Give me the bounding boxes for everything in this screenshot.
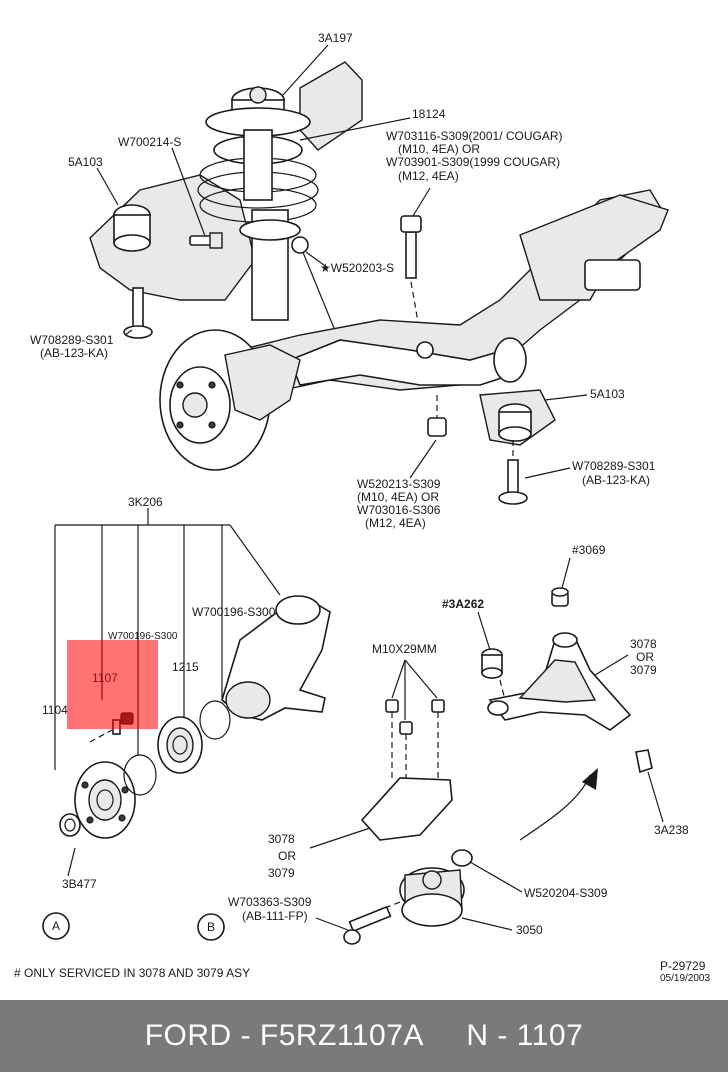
label-3079-right: 3079: [630, 663, 657, 677]
label-nut-note-3: W703016-S306: [357, 503, 441, 517]
highlight-box: [67, 640, 158, 729]
label-5a103-right: 5A103: [590, 387, 625, 401]
label-nut-note-1: W520213-S309: [357, 477, 441, 491]
label-5a103-left: 5A103: [68, 155, 103, 169]
label-bolt-note-1: W703116-S309(2001/ COUGAR): [386, 129, 563, 143]
label-ab111: (AB-111-FP): [242, 909, 308, 923]
label-or-right: OR: [636, 650, 654, 664]
label-3a262: #3A262: [442, 597, 484, 611]
label-w520204: W520204-S309: [524, 886, 608, 900]
control-arm-ball-joint-view: [343, 587, 653, 945]
label-3078-right: 3078: [630, 637, 657, 651]
reference-date: 05/19/2003: [660, 973, 710, 984]
label-w708289-left: W708289-S301: [30, 333, 114, 347]
callout-labels: 3A197 18124 W700214-S 5A103 W703116-S309…: [14, 31, 710, 984]
label-3050: 3050: [516, 923, 543, 937]
reference-number: P-29729: [660, 959, 706, 973]
label-w520203: ★W520203-S: [320, 261, 394, 275]
view-marker-a: A: [52, 919, 60, 933]
label-nut-note-4: (M12, 4EA): [365, 516, 426, 530]
label-3a238: 3A238: [654, 823, 689, 837]
label-3b477: 3B477: [62, 877, 97, 891]
label-3k206: 3K206: [128, 495, 163, 509]
label-or-b: OR: [278, 849, 296, 863]
label-nut-note-2: (M10, 4EA) OR: [357, 490, 439, 504]
front-suspension-assembly-drawing: [89, 61, 669, 505]
label-snap-ring-2: W700196-S300: [192, 605, 276, 619]
leader-lines: [54, 44, 664, 931]
hub-knuckle-exploded-view: [59, 595, 331, 839]
footnote: # ONLY SERVICED IN 3078 AND 3079 ASY: [14, 966, 250, 980]
label-w703363: W703363-S309: [228, 895, 312, 909]
label-snap-ring-1: W700196-S300: [108, 631, 178, 642]
label-1104: 1104: [42, 703, 68, 717]
label-ab123-left: (AB-123-KA): [40, 346, 108, 360]
label-bolt-note-2: (M10, 4EA) OR: [398, 142, 480, 156]
part-number-text: FORD - F5RZ1107A N - 1107: [144, 1019, 584, 1052]
label-3a197: 3A197: [318, 31, 353, 45]
part-number-footer: FORD - F5RZ1107A N - 1107: [0, 1000, 728, 1072]
label-3078-b: 3078: [268, 832, 295, 846]
label-1215: 1215: [172, 660, 199, 674]
exploded-parts-diagram: 3A197 18124 W700214-S 5A103 W703116-S309…: [14, 31, 710, 984]
label-ab123-right: (AB-123-KA): [582, 473, 650, 487]
label-18124: 18124: [412, 107, 446, 121]
label-3079-b: 3079: [268, 866, 295, 880]
view-marker-b: B: [207, 920, 215, 934]
label-bolt-note-4: (M12, 4EA): [398, 169, 459, 183]
label-m10x29mm: M10X29MM: [372, 642, 437, 656]
label-w700214: W700214-S: [118, 135, 181, 149]
label-3069: #3069: [572, 543, 606, 557]
label-w708289-right: W708289-S301: [572, 459, 656, 473]
label-bolt-note-3: W703901-S309(1999 COUGAR): [386, 155, 560, 169]
